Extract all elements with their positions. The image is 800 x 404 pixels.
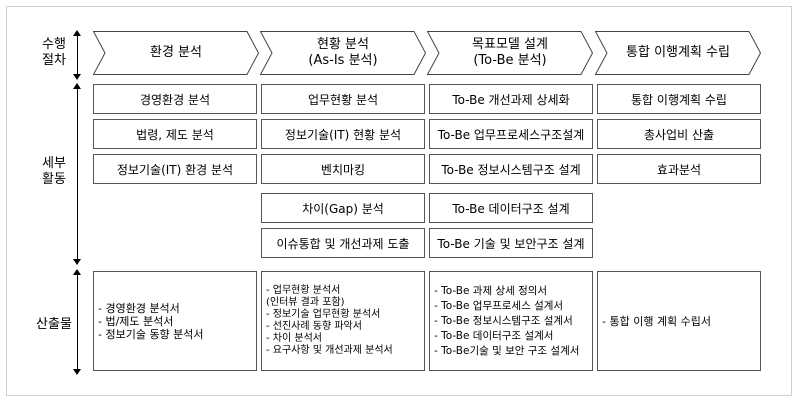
activity-box: 효과분석	[597, 154, 761, 184]
stage-chevron-as-is: 현황 분석 (As-Is 분석)	[260, 31, 426, 75]
output-item: (인터뷰 결과 포함)	[266, 297, 345, 308]
activity-box: To-Be 업무프로세스구조설계	[429, 119, 593, 149]
output-box: - To-Be 과제 상세 정의서 - To-Be 업무프로세스 설계서 - T…	[429, 271, 593, 371]
output-item: - To-Be 과제 상세 정의서	[434, 284, 548, 297]
output-item: - 업무현황 분석서	[266, 285, 341, 296]
output-item: - To-Be 데이터구조 설계서	[434, 329, 554, 342]
stage-chevron-transition-plan: 통합 이행계획 수립	[595, 31, 761, 75]
output-item: - 차이 분석서	[266, 333, 322, 344]
output-item: - 선진사례 동향 파악서	[266, 321, 362, 332]
output-item: - 정보기술 업무현황 분석서	[266, 309, 381, 320]
activity-box: 차이(Gap) 분석	[261, 193, 425, 223]
output-box: - 통합 이행 계획 수립서	[597, 271, 761, 371]
activity-box: To-Be 기술 및 보안구조 설계	[429, 228, 593, 258]
activity-box: 벤치마킹	[261, 154, 425, 184]
stage-title: 환경 분석	[150, 45, 202, 60]
stage-title: 현황 분석 (As-Is 분석)	[308, 37, 378, 68]
activity-box: 경영환경 분석	[93, 84, 257, 114]
activity-box: 총사업비 산출	[597, 119, 761, 149]
output-item: - 통합 이행 계획 수립서	[602, 314, 712, 328]
activity-box: 업무현황 분석	[261, 84, 425, 114]
row-label-outputs: 산출물	[36, 317, 72, 332]
stage-title: 통합 이행계획 수립	[626, 45, 730, 60]
stage-chevron-environment: 환경 분석	[93, 31, 259, 75]
output-item: - 정보기술 동향 분석서	[98, 327, 204, 341]
output-item: - To-Be 정보시스템구조 설계서	[434, 314, 573, 327]
row-label-process: 수행 절차	[42, 37, 66, 68]
activity-box: 이슈통합 및 개선과제 도출	[261, 228, 425, 258]
activity-box: 정보기술(IT) 현황 분석	[261, 119, 425, 149]
activity-box: To-Be 데이터구조 설계	[429, 193, 593, 223]
output-box: - 경영환경 분석서 - 법/제도 분석서 - 정보기술 동향 분석서	[93, 271, 257, 371]
activity-box: 통합 이행계획 수립	[597, 84, 761, 114]
activity-box: 정보기술(IT) 환경 분석	[93, 154, 257, 184]
output-item: - 법/제도 분석서	[98, 314, 174, 328]
stage-title: 목표모델 설계 (To-Be 분석)	[472, 37, 548, 68]
activity-box: To-Be 개선과제 상세화	[429, 84, 593, 114]
output-item: - 요구사항 및 개선과제 분석서	[266, 345, 393, 356]
activity-box: 법령, 제도 분석	[93, 119, 257, 149]
output-box: - 업무현황 분석서 (인터뷰 결과 포함) - 정보기술 업무현황 분석서 -…	[261, 271, 425, 371]
output-item: - To-Be 업무프로세스 설계서	[434, 299, 564, 312]
activity-box: To-Be 정보시스템구조 설계	[429, 154, 593, 184]
row-label-activities: 세부 활동	[42, 156, 66, 187]
stage-chevron-to-be: 목표모델 설계 (To-Be 분석)	[427, 31, 593, 75]
output-item: - 경영환경 분석서	[98, 301, 180, 315]
output-item: - To-Be기술 및 보안 구조 설계서	[434, 344, 580, 357]
